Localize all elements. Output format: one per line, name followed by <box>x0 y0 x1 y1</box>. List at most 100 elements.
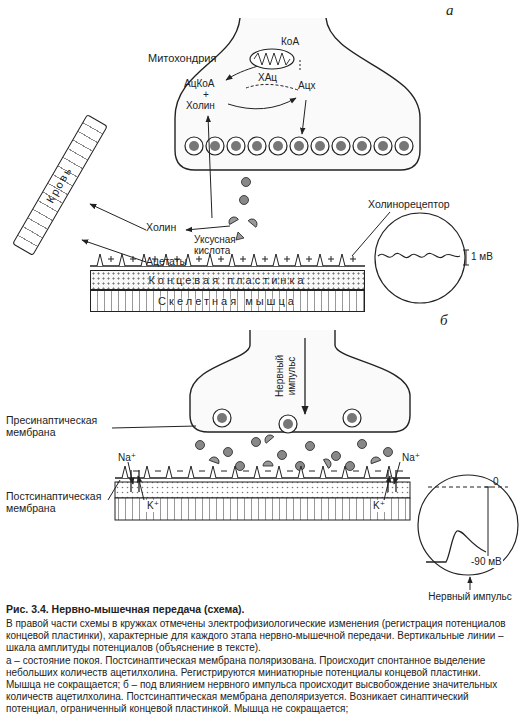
acetylcholine-quantum <box>315 141 325 151</box>
acetylcholine-molecule <box>236 462 245 471</box>
acetylcholine-molecule <box>278 451 287 460</box>
structure-label: Пресинаптическая мембрана <box>6 414 114 438</box>
structure-label: Постсинаптическая мембрана <box>6 490 114 514</box>
potassium-flow <box>384 476 390 500</box>
acetylcholine-quantum <box>336 141 346 151</box>
cholinoreceptor <box>188 466 194 478</box>
minus-charge <box>199 471 205 472</box>
presynaptic-terminal <box>190 330 410 432</box>
blood-vessel: Кровь <box>12 114 108 256</box>
chemical-label: Уксусная кислота <box>194 234 256 256</box>
acetylcholine-molecule <box>358 440 367 449</box>
cholinoreceptor <box>339 254 345 266</box>
acetylcholine-fragment <box>227 215 238 224</box>
acetylcholine-fragment <box>263 433 274 443</box>
minus-charge <box>177 471 183 472</box>
acetylcholine-quantum <box>399 141 409 151</box>
cholinoreceptor <box>144 466 150 478</box>
acetylcholine-molecule <box>242 178 251 187</box>
postsynaptic-membrane <box>90 265 365 266</box>
mitochondrion-membrane <box>250 49 294 69</box>
acetylcholine-fragment <box>324 457 333 468</box>
synaptic-vesicle <box>374 137 392 155</box>
to-blood-arrow <box>82 240 146 262</box>
scale-bar <box>485 487 491 565</box>
node-label: Митохондрия <box>148 52 216 64</box>
cholinoreceptor <box>254 466 260 478</box>
panel-letter: а <box>446 2 454 19</box>
ion-label: Na⁺ <box>118 452 136 464</box>
mitochondrion: Митохондрия <box>148 46 298 72</box>
cholinoreceptor <box>119 254 125 266</box>
cholinoreceptor <box>276 466 282 478</box>
acetylcholine-molecule <box>306 442 315 451</box>
ion-label: K⁺ <box>372 500 386 512</box>
chemical-label: Ацетаты <box>146 255 187 267</box>
chemical-label: КоА <box>281 36 299 48</box>
node-label: Скелетная мышца <box>91 295 364 307</box>
miniature-potentials-trace <box>378 253 460 257</box>
chemical-label: + <box>203 89 209 101</box>
plus-charge <box>240 256 246 262</box>
dashed-link <box>300 60 301 70</box>
acetylcholine-fragment <box>209 456 220 464</box>
impulse-label: Нервный импульс <box>274 345 298 407</box>
acetylcholine-quantum <box>231 141 241 151</box>
acetylcholine-molecule <box>252 438 261 447</box>
potassium-flow <box>138 476 144 500</box>
synaptic-vesicle <box>343 409 361 427</box>
ion-label: Na⁺ <box>402 452 420 464</box>
cholinoreceptor <box>166 466 172 478</box>
scale-label: 0 <box>493 476 499 488</box>
synaptic-vesicle <box>248 137 266 155</box>
muscle-band <box>115 498 410 520</box>
plus-charge <box>284 256 290 262</box>
leader-line <box>108 480 120 500</box>
scale-bar <box>463 250 469 265</box>
nerve-impulse-arrow <box>304 338 305 414</box>
acetylcholine-molecule <box>196 441 205 450</box>
acetylcholine-quantum <box>189 141 199 151</box>
plus-charge <box>328 256 334 262</box>
cholinoreceptor <box>232 466 238 478</box>
mitochondrion-cristae <box>254 53 290 65</box>
minus-charge <box>287 471 293 472</box>
end-plate-band <box>115 482 410 498</box>
plus-charge <box>350 256 356 262</box>
synaptic-vesicle <box>311 137 329 155</box>
plus-charge <box>218 256 224 262</box>
chemical-label: Холин <box>146 221 176 233</box>
synaptic-vesicle <box>185 137 203 155</box>
acetate-fragment <box>236 232 244 240</box>
plus-charge <box>196 256 202 262</box>
cholinoreceptor <box>273 254 279 266</box>
synthesis-arrow <box>226 66 258 80</box>
acetylcholine-molecule <box>224 448 233 457</box>
cholinoreceptor <box>317 254 323 266</box>
plus-charge <box>108 256 114 262</box>
minus-charge <box>375 471 381 472</box>
acetylcholine-molecule <box>332 452 341 461</box>
minus-charge <box>353 471 359 472</box>
acetylcholine-quantum <box>217 413 227 423</box>
synaptic-vesicle <box>290 137 308 155</box>
structure-label: Холинорецептор <box>368 198 450 210</box>
synaptic-vesicle <box>279 415 297 433</box>
acetylcholine-quantum <box>210 141 220 151</box>
synaptic-vesicle <box>332 137 350 155</box>
minus-charge <box>155 471 161 472</box>
plus-charge <box>306 256 312 262</box>
leader-line <box>112 426 196 428</box>
dashed-return <box>246 84 298 90</box>
scale-label: -90 мВ <box>470 556 503 568</box>
synaptic-vesicle <box>213 409 231 427</box>
ion-label: K⁺ <box>146 500 160 512</box>
end-plate-band: Концевая пластинка <box>90 270 365 290</box>
cholinoreceptor <box>386 466 392 478</box>
acetylcholine-quantum <box>347 413 357 423</box>
synaptic-vesicle <box>353 137 371 155</box>
oscilloscope-circle <box>418 475 518 575</box>
synaptic-vesicle <box>395 137 413 155</box>
acetylcholine-quantum <box>252 141 262 151</box>
